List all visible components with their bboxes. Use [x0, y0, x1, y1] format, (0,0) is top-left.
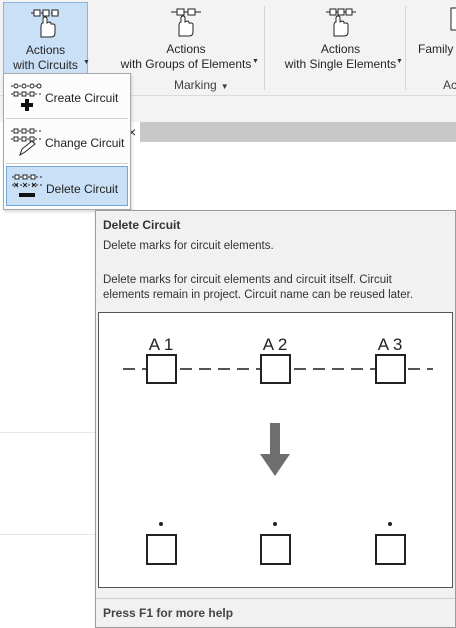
element-box-bottom — [260, 534, 291, 565]
menu-item-label: Change Circuit — [45, 136, 125, 150]
button-label-line1: Actions — [25, 43, 66, 57]
element-marker-dot — [273, 522, 277, 526]
menu-item-create-circuit[interactable]: Create Circuit — [6, 76, 128, 116]
actions-with-circuits-button[interactable]: Actions with Circuits ▼ — [3, 2, 90, 74]
single-hand-icon — [324, 6, 358, 42]
button-label-line1: Actions — [166, 42, 206, 56]
menu-divider — [6, 163, 128, 164]
diagram-label-a2: A 2 — [263, 335, 288, 354]
actions-with-single-label: Actions with Single Elements — [278, 42, 403, 72]
ribbon-separator — [264, 6, 265, 90]
ribbon-separator — [405, 6, 406, 90]
menu-item-delete-circuit[interactable]: Delete Circuit — [6, 166, 128, 206]
tooltip-delete-circuit: Delete Circuit Delete marks for circuit … — [95, 210, 456, 628]
menu-item-label: Create Circuit — [45, 91, 119, 105]
element-box-top — [375, 354, 406, 384]
element-box-top — [260, 354, 291, 384]
menu-item-change-circuit[interactable]: Change Circuit — [6, 121, 128, 161]
diagram-label-a3: A 3 — [378, 335, 403, 354]
element-marker-dot — [159, 522, 163, 526]
circuit-hand-icon — [29, 7, 63, 43]
chevron-down-icon: ▼ — [396, 58, 403, 65]
background-gridline — [0, 534, 95, 535]
actions-with-groups-button[interactable]: Actions with Groups of Elements ▼ — [112, 2, 260, 74]
create-circuit-icon — [10, 82, 42, 115]
button-label-line1: Actions — [320, 42, 361, 56]
button-label-line2: with Circuits — [13, 58, 78, 72]
down-arrow-icon — [260, 423, 290, 476]
element-box-bottom — [375, 534, 406, 565]
chevron-down-icon: ▼ — [83, 59, 90, 66]
family-button[interactable]: Family — [410, 2, 456, 74]
menu-divider — [6, 118, 128, 119]
tooltip-diagram: A 1 A 2 A 3 — [98, 312, 453, 588]
button-label-line2: with Single Elements — [284, 57, 397, 71]
chevron-down-icon: ▼ — [252, 58, 259, 65]
button-label-line2: with Groups of Elements — [120, 57, 252, 71]
tooltip-short-description: Delete marks for circuit elements. — [103, 240, 274, 252]
tooltip-help-hint: Press F1 for more help — [103, 606, 234, 620]
change-circuit-icon — [10, 127, 42, 160]
diagram-label-a1: A 1 — [149, 335, 174, 354]
group-hand-icon — [169, 6, 203, 42]
background-gridline — [0, 432, 95, 433]
family-icon — [450, 6, 456, 36]
circuit-actions-menu: Create Circuit Change Circuit Delete — [3, 73, 131, 210]
button-label-line1: Family — [418, 42, 454, 56]
tooltip-title: Delete Circuit — [103, 218, 181, 232]
tab-close-icon[interactable]: × — [128, 124, 137, 140]
element-marker-dot — [388, 522, 392, 526]
element-box-top — [146, 354, 177, 384]
chevron-down-icon: ▼ — [220, 82, 229, 91]
element-box-bottom — [146, 534, 177, 565]
family-label: Family — [418, 42, 456, 57]
delete-circuit-icon — [11, 173, 43, 206]
tooltip-long-description: Delete marks for circuit elements and ci… — [103, 274, 414, 301]
group-label-partial: Ac — [443, 78, 456, 92]
actions-with-groups-label: Actions with Groups of Elements — [112, 42, 260, 72]
group-label-text: Marking — [174, 78, 217, 92]
menu-item-label: Delete Circuit — [46, 182, 119, 196]
tooltip-divider — [96, 598, 455, 599]
actions-with-single-button[interactable]: Actions with Single Elements ▼ — [278, 2, 403, 74]
group-label-marking[interactable]: Marking▼ — [174, 78, 229, 92]
actions-with-circuits-label: Actions with Circuits — [4, 43, 87, 73]
